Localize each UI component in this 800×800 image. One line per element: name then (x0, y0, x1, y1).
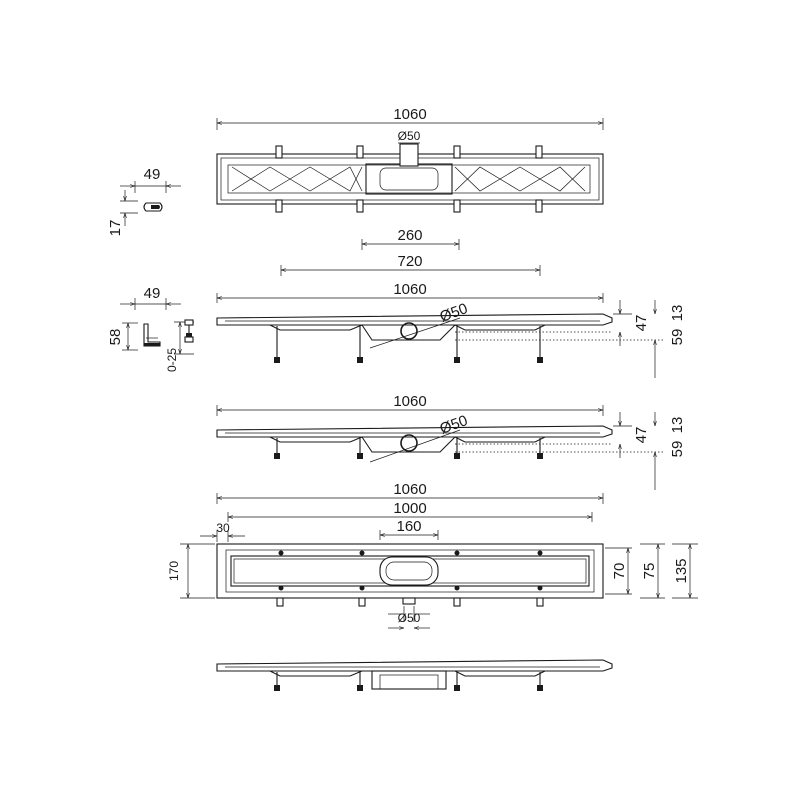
side1-width-label: 1060 (393, 281, 426, 298)
bottom-side-view (216, 659, 613, 691)
plan-h135-label: 135 (673, 558, 690, 583)
plan-center-label: 160 (396, 518, 421, 535)
foot-height-label: 58 (107, 329, 124, 346)
side2-h3-label: 13 (669, 417, 686, 434)
side2-outlet-label: Ø50 (438, 412, 470, 438)
foot-detail: 49 58 0-25 (107, 285, 194, 372)
plan-outlet-label: Ø50 (398, 611, 421, 625)
plan-h70-label: 70 (611, 563, 628, 580)
side1-h2-label: 59 (669, 329, 686, 346)
side2-h1-label: 47 (633, 427, 650, 444)
top-width-label: 1060 (393, 106, 426, 123)
side2-h2-label: 59 (669, 441, 686, 458)
side-view-2: 1060 Ø50 47 59 13 (216, 393, 686, 490)
side2-width-label: 1060 (393, 393, 426, 410)
side1-h1-label: 47 (633, 315, 650, 332)
plan-view: 1060 1000 160 30 170 (167, 481, 698, 628)
side1-feet-span-label: 720 (397, 253, 422, 270)
foot-adjust-label: 0-25 (165, 348, 179, 372)
side-view-1: 260 720 1060 Ø50 (216, 227, 686, 378)
profile-height-label: 17 (107, 220, 124, 237)
plan-total-width-label: 1060 (393, 481, 426, 498)
plan-inner-width-label: 1000 (393, 500, 426, 517)
side1-outlet-span-label: 260 (397, 227, 422, 244)
side1-outlet-label: Ø50 (438, 300, 470, 326)
plan-height-label: 170 (167, 561, 181, 581)
profile-width-label: 49 (144, 166, 161, 183)
profile-small: 49 17 (107, 166, 181, 236)
plan-h75-label: 75 (641, 563, 658, 580)
top-outlet-label: Ø50 (398, 129, 421, 143)
foot-width-label: 49 (144, 285, 161, 302)
top-view: 1060 Ø50 (216, 106, 604, 213)
side1-h3-label: 13 (669, 305, 686, 322)
plan-offset-label: 30 (216, 521, 230, 535)
